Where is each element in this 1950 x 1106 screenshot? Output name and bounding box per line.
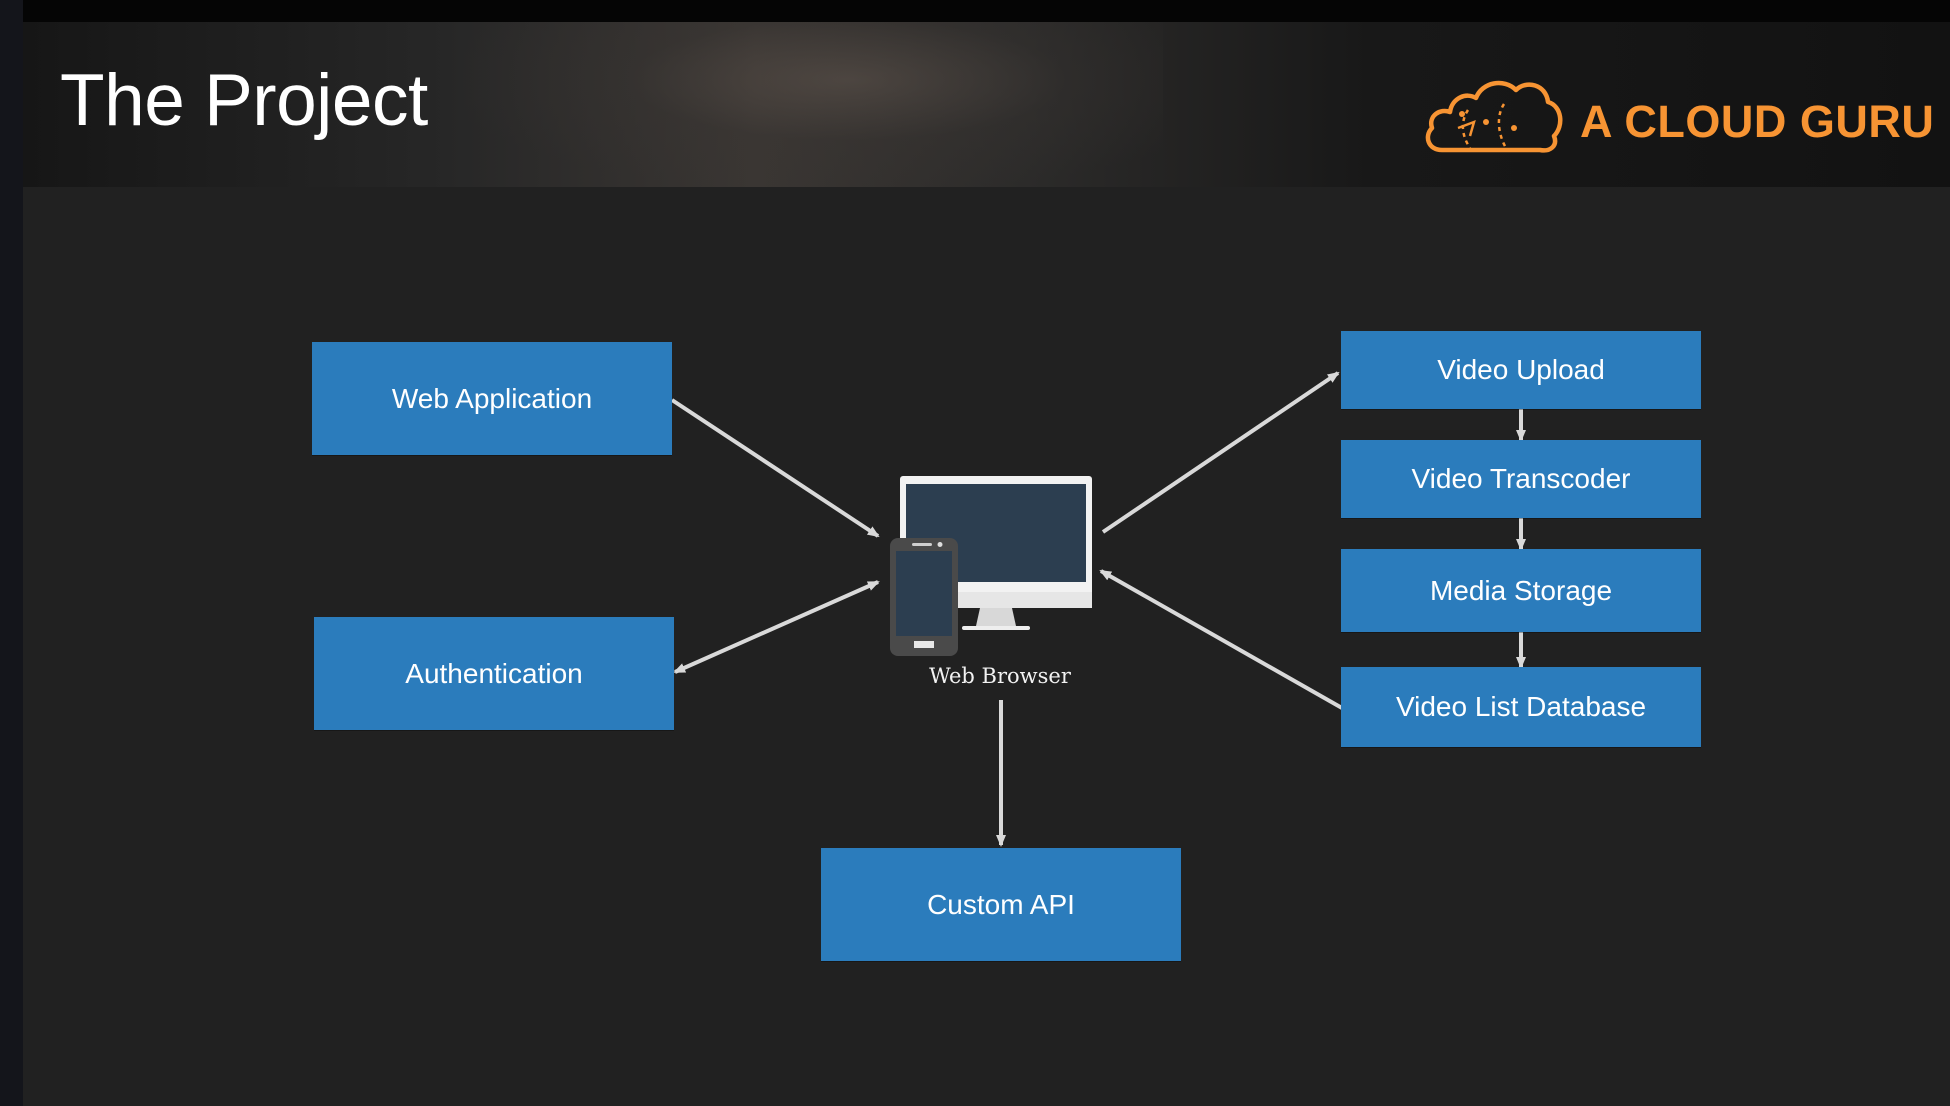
arrow-web-application-to-browser xyxy=(670,398,880,538)
node-custom-api: Custom API xyxy=(821,848,1181,961)
node-web-application: Web Application xyxy=(312,342,672,455)
left-edge-strip xyxy=(0,0,23,1106)
slide-title: The Project xyxy=(60,60,428,141)
node-video-upload: Video Upload xyxy=(1341,331,1701,409)
arrow-video-list-to-browser xyxy=(1099,569,1343,710)
cloud-logo-icon xyxy=(1425,80,1563,153)
node-authentication: Authentication xyxy=(314,617,674,730)
desktop-and-phone-icon xyxy=(890,476,1092,656)
presenter-video-overlay xyxy=(463,22,1163,187)
slide-header: The Project A CLOUD GURU xyxy=(23,22,1950,187)
brand-name: A CLOUD GURU xyxy=(1580,96,1935,147)
brand-logo-group: A CLOUD GURU xyxy=(1400,62,1940,172)
node-media-storage: Media Storage xyxy=(1341,549,1701,632)
arrow-browser-to-video-upload xyxy=(1101,371,1340,534)
web-browser-label: Web Browser xyxy=(929,664,1071,688)
top-letterbox xyxy=(0,0,1950,22)
node-video-list-database: Video List Database xyxy=(1341,667,1701,747)
arrow-browser-authentication xyxy=(673,580,880,674)
node-video-transcoder: Video Transcoder xyxy=(1341,440,1701,518)
